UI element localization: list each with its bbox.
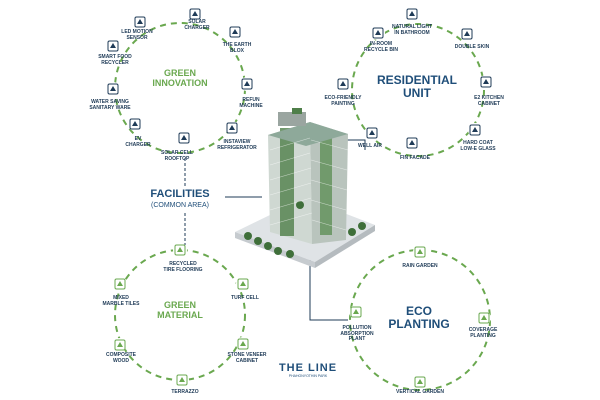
gm-label-5: MIXED MARBLE TILES [102,295,140,307]
recycle-bin-icon [371,26,385,40]
glass-icon [468,123,482,137]
window-icon [460,27,474,41]
gi-label-6: EV CHARGER [125,136,151,148]
gm-label-3: TERRAZZO [171,389,199,395]
ep-label-3: POLLUTION ABSORPTION PLANT [340,325,374,342]
gi-label-1: SOLAR CHARGER [184,19,210,31]
car-icon [128,117,142,131]
ru-label-3: E2 KITCHEN CABINET [474,95,504,107]
grass-icon [477,311,491,325]
wood-icon [113,338,127,352]
terrazzo-icon [175,373,189,387]
vertical-garden-icon [413,375,427,389]
green-innovation-title: GREEN INNOVATION [152,68,208,88]
plant-pot-icon [349,305,363,319]
refrigerator-icon [225,121,239,135]
house-icon [405,136,419,150]
green-material-title: GREEN MATERIAL [157,300,203,320]
paint-bucket-icon [336,77,350,91]
ru-label-4: HARD COAT LOW-E GLASS [460,140,496,152]
cabinet-icon [479,75,493,89]
facilities-subtitle: (COMMON AREA) [151,202,209,209]
ep-label-2: VERTICAL GARDEN [396,389,444,395]
gm-label-2: STONE VENEER CABINET [227,352,267,364]
rain-garden-icon [413,245,427,259]
logo-tagline: PHAHONYOTHIN PARK [288,374,328,378]
gi-label-5: SOLAR CELL ROOFTOP [161,150,193,162]
the-line-logo: THE LINE PHAHONYOTHIN PARK [278,362,338,379]
eco-planting-title: ECO PLANTING [388,304,450,331]
wind-icon [365,126,379,140]
ru-label-5: FIN FACADE [400,155,430,161]
ru-label-7: ECO-FRIENDLY PAINTING [324,95,362,107]
stone-cabinet-icon [236,337,250,351]
ru-label-0: IN-ROOM RECYCLE BIN [364,41,398,53]
ru-label-2: DOUBLE SKIN [454,44,490,50]
light-bulb-icon [405,7,419,21]
residential-unit-circle [351,23,485,157]
bottle-machine-icon [240,77,254,91]
facilities-title: FACILITIES [150,188,210,200]
gi-label-8: SMART FOOD RECYCLER [98,54,132,66]
gi-label-3: REFUN MACHINE [239,97,263,109]
gm-label-0: RECYCLED TIRE FLOORING [163,261,203,273]
ru-label-1: NATURAL LIGHT IN BATHROOM [391,24,433,36]
ru-label-6: WELL AIR [358,143,382,149]
ep-label-0: RAIN GARDEN [402,263,438,269]
connector-eco [309,255,348,321]
gi-label-7: WATER SAVING SANITARY WARE [89,99,131,111]
building-illustration [235,108,375,268]
gi-label-2: THE EARTH BLOX [222,42,252,54]
plug-icon [188,7,202,21]
gm-label-1: TURF CELL [231,295,259,301]
logo-name: THE LINE [278,362,338,374]
planter-box-icon [228,25,242,39]
solar-panel-icon [177,131,191,145]
ep-label-1: COVERAGE PLANTING [468,327,498,339]
gi-label-0: LED MOTION SENSOR [121,29,153,41]
tire-icon [173,243,187,257]
marble-tiles-icon [113,277,127,291]
toilet-icon [106,82,120,96]
gm-label-4: COMPOSITE WOOD [105,352,136,364]
gi-label-4: INSTAVIEW REFRIGERATOR [217,139,257,151]
food-recycler-icon [106,39,120,53]
turf-icon [236,277,250,291]
walking-person-icon [133,15,147,29]
residential-unit-title: RESIDENTIAL UNIT [376,73,457,100]
